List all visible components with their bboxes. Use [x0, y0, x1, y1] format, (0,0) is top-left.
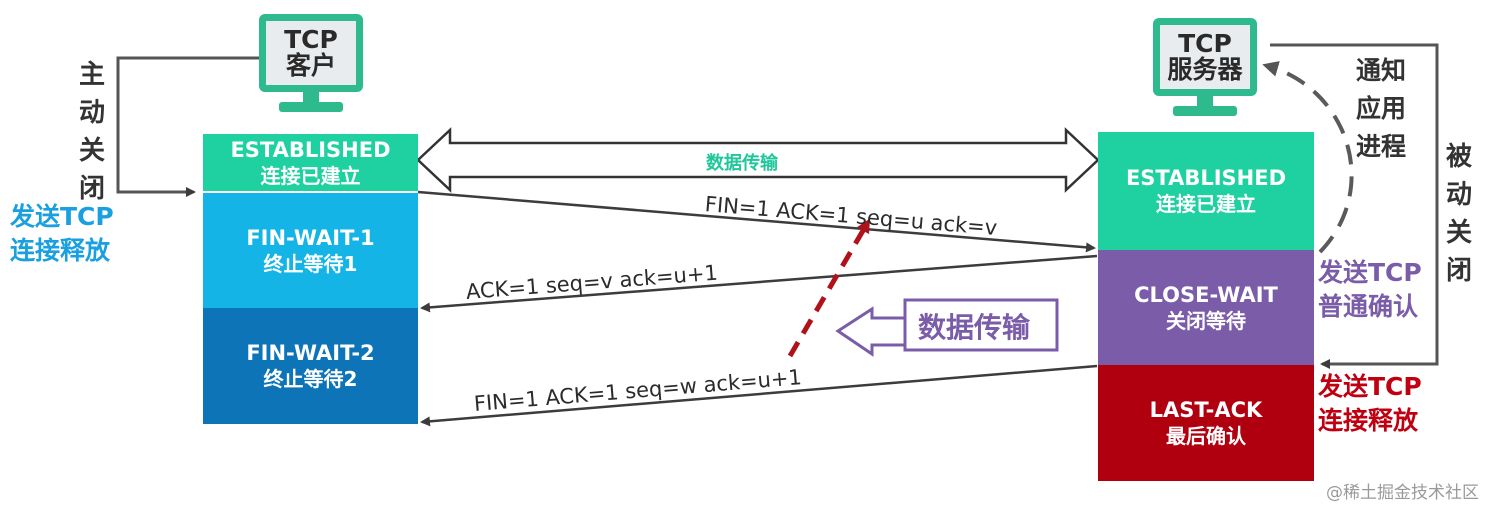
notify-app-line: 通知 [1355, 56, 1406, 85]
server-data-box [903, 298, 1059, 352]
watermark: @稀土掘金技术社区 [1326, 483, 1479, 503]
client-name-line1: TCP [284, 25, 338, 54]
client-state-established: ESTABLISHED 连接已建立 [203, 134, 418, 191]
server-state-en: LAST-ACK [1149, 398, 1263, 422]
fin-client-arrow [417, 190, 1096, 253]
server-ack-note-line2: 普通确认 [1318, 292, 1419, 321]
passive-close-char: 闭 [1445, 256, 1472, 286]
client-base [279, 102, 343, 112]
server-state-last-ack: LAST-ACK 最后确认 [1098, 365, 1314, 481]
client-state-cn: 终止等待1 [263, 251, 358, 276]
server-data-transfer-label: 数据传输 [918, 311, 1031, 344]
active-close-char: 关 [78, 136, 105, 166]
data-transfer-label: 数据传输 [706, 153, 778, 174]
client-computer-icon: TCP 客户 [259, 14, 363, 92]
notify-dashed-arrow [1262, 61, 1354, 254]
notify-app-line: 进程 [1355, 132, 1406, 161]
fin-server-arrow [420, 364, 1098, 427]
client-send-note-line1: 发送TCP [10, 202, 114, 231]
active-close-char: 主 [78, 60, 105, 90]
server-state-en: CLOSE-WAIT [1134, 282, 1278, 307]
client-name-line2: 客户 [285, 51, 336, 80]
client-send-note-line2: 连接释放 [10, 236, 111, 265]
server-release-note-line1: 发送TCP [1318, 372, 1422, 401]
server-data-hollow-arrow [835, 306, 907, 357]
server-stand [1197, 96, 1213, 108]
passive-close-char: 被 [1445, 142, 1472, 172]
client-send-note: 发送TCP 连接释放 [10, 200, 114, 268]
active-close-char: 闭 [78, 174, 105, 204]
server-release-note-line2: 连接释放 [1318, 406, 1419, 435]
server-state-en: ESTABLISHED [1125, 166, 1287, 190]
client-stand [303, 92, 319, 104]
client-state-fin-wait-1: FIN-WAIT-1 终止等待1 [203, 193, 418, 308]
server-state-cn: 连接已建立 [1156, 192, 1256, 216]
server-state-established: ESTABLISHED 连接已建立 [1098, 132, 1314, 250]
server-name-line2: 服务器 [1167, 55, 1243, 84]
server-computer-icon: TCP 服务器 [1153, 18, 1257, 96]
server-base [1173, 106, 1237, 116]
passive-close-char: 动 [1445, 180, 1472, 210]
client-state-en: FIN-WAIT-1 [246, 225, 375, 250]
active-close-label: 主 动 关 闭 [72, 56, 112, 208]
ack-server-arrow [420, 254, 1098, 313]
client-state-cn: 连接已建立 [260, 163, 361, 188]
passive-close-label: 被 动 关 闭 [1439, 138, 1479, 290]
notify-app-line: 应用 [1355, 94, 1406, 123]
notify-app-label: 通知 应用 进程 [1350, 52, 1412, 166]
client-state-cn: 终止等待2 [263, 367, 358, 391]
passive-close-line [1270, 43, 1439, 369]
client-state-en: ESTABLISHED [230, 137, 391, 162]
server-ack-note-line1: 发送TCP [1318, 258, 1422, 287]
server-name-line1: TCP [1178, 29, 1232, 58]
active-close-line [116, 56, 265, 197]
server-state-cn: 关闭等待 [1166, 308, 1246, 333]
active-close-char: 动 [78, 98, 105, 128]
server-release-note: 发送TCP 连接释放 [1318, 370, 1422, 438]
server-ack-note: 发送TCP 普通确认 [1318, 256, 1422, 324]
client-state-fin-wait-2: FIN-WAIT-2 终止等待2 [203, 308, 418, 424]
server-state-cn: 最后确认 [1166, 424, 1246, 448]
server-state-close-wait: CLOSE-WAIT 关闭等待 [1098, 250, 1314, 365]
client-state-en: FIN-WAIT-2 [246, 341, 375, 365]
passive-close-char: 关 [1445, 218, 1472, 248]
